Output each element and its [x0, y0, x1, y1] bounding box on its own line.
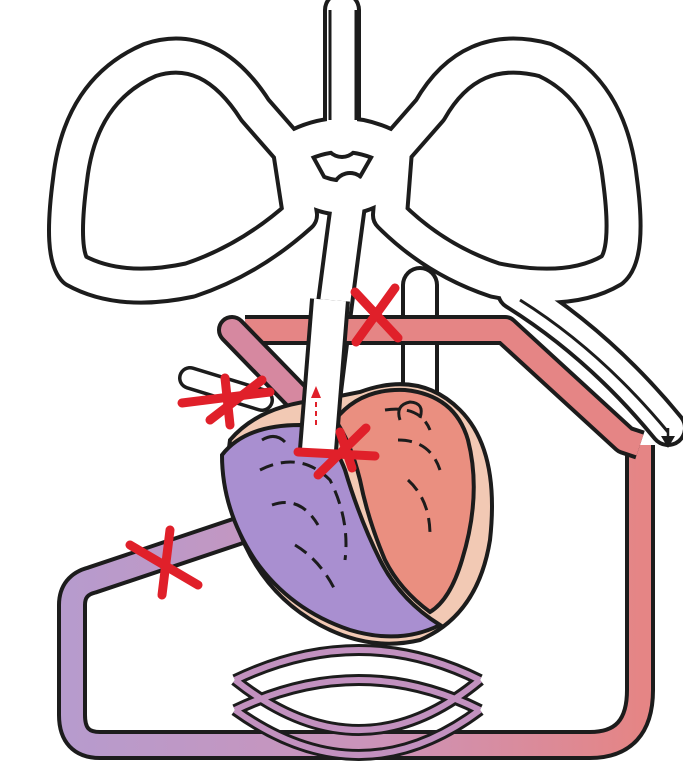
heart	[222, 384, 492, 643]
pulmonary-vessels	[66, 10, 668, 440]
pulmonary-trunk	[318, 300, 330, 450]
